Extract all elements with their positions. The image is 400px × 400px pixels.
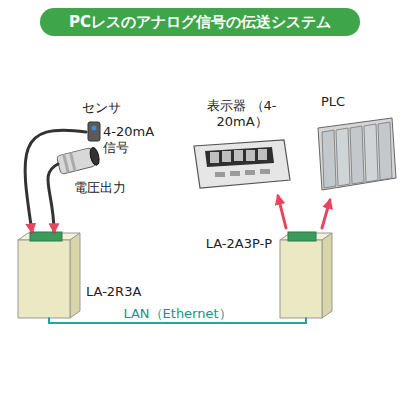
node-label: 電圧出力	[74, 180, 144, 196]
rack-module	[364, 124, 378, 182]
sensor-body	[88, 122, 100, 141]
box-front	[18, 240, 70, 318]
plc-rack	[318, 118, 396, 190]
digit	[258, 149, 267, 160]
sensor-cable	[48, 164, 58, 232]
sensor-face	[89, 147, 101, 166]
converter-node: LA-2R3A	[18, 232, 80, 318]
button	[230, 171, 240, 176]
rack-module	[336, 128, 350, 186]
node-label: 表示器 （4-20mA）	[200, 98, 284, 130]
sensor-lamp	[92, 126, 97, 131]
sensor-cable	[25, 130, 86, 232]
digit	[234, 150, 243, 161]
sensor-ring	[69, 152, 77, 171]
display-buttons	[215, 169, 270, 177]
terminal-block	[30, 232, 62, 241]
output-arrow	[322, 200, 330, 228]
converter-box	[280, 232, 332, 318]
box-side	[322, 233, 332, 318]
display-case	[194, 140, 290, 188]
converter-node: LA-2A3P-P	[280, 232, 332, 318]
button	[260, 169, 270, 174]
rack-module	[322, 130, 336, 188]
button	[245, 170, 255, 175]
node-label: PLC	[321, 94, 345, 110]
sensor-node: 電圧出力	[50, 144, 142, 198]
part-label: センサ	[82, 100, 121, 116]
display-node: 表示器 （4-20mA）	[190, 98, 294, 190]
sensor-node: 4-20mA 信号	[86, 120, 170, 162]
display-digits	[210, 149, 267, 163]
terminal-block	[288, 232, 316, 241]
node-label: LA-2R3A	[86, 284, 141, 300]
node-label: LA-2A3P-P	[206, 236, 272, 252]
panel-display	[194, 140, 290, 188]
node-label: 4-20mA 信号	[103, 124, 163, 156]
plc-node: PLC	[313, 92, 397, 192]
rack-frame	[318, 118, 396, 190]
digit	[246, 150, 255, 161]
digit	[210, 152, 219, 163]
edge-label: LAN（Ethernet）	[123, 306, 231, 322]
output-arrow	[278, 196, 286, 228]
title-band: PCレスのアナログ信号の伝送システム	[40, 8, 360, 36]
converter-box	[18, 232, 80, 318]
current-sensor	[88, 122, 100, 141]
button	[215, 172, 225, 177]
sensor-ring	[62, 154, 70, 173]
digit	[222, 151, 231, 162]
rack-module	[350, 126, 364, 184]
voltage-sensor	[56, 146, 100, 174]
box-front	[280, 240, 322, 318]
rack-module	[378, 122, 392, 180]
display-lcd	[205, 147, 274, 167]
box-side	[70, 233, 80, 318]
